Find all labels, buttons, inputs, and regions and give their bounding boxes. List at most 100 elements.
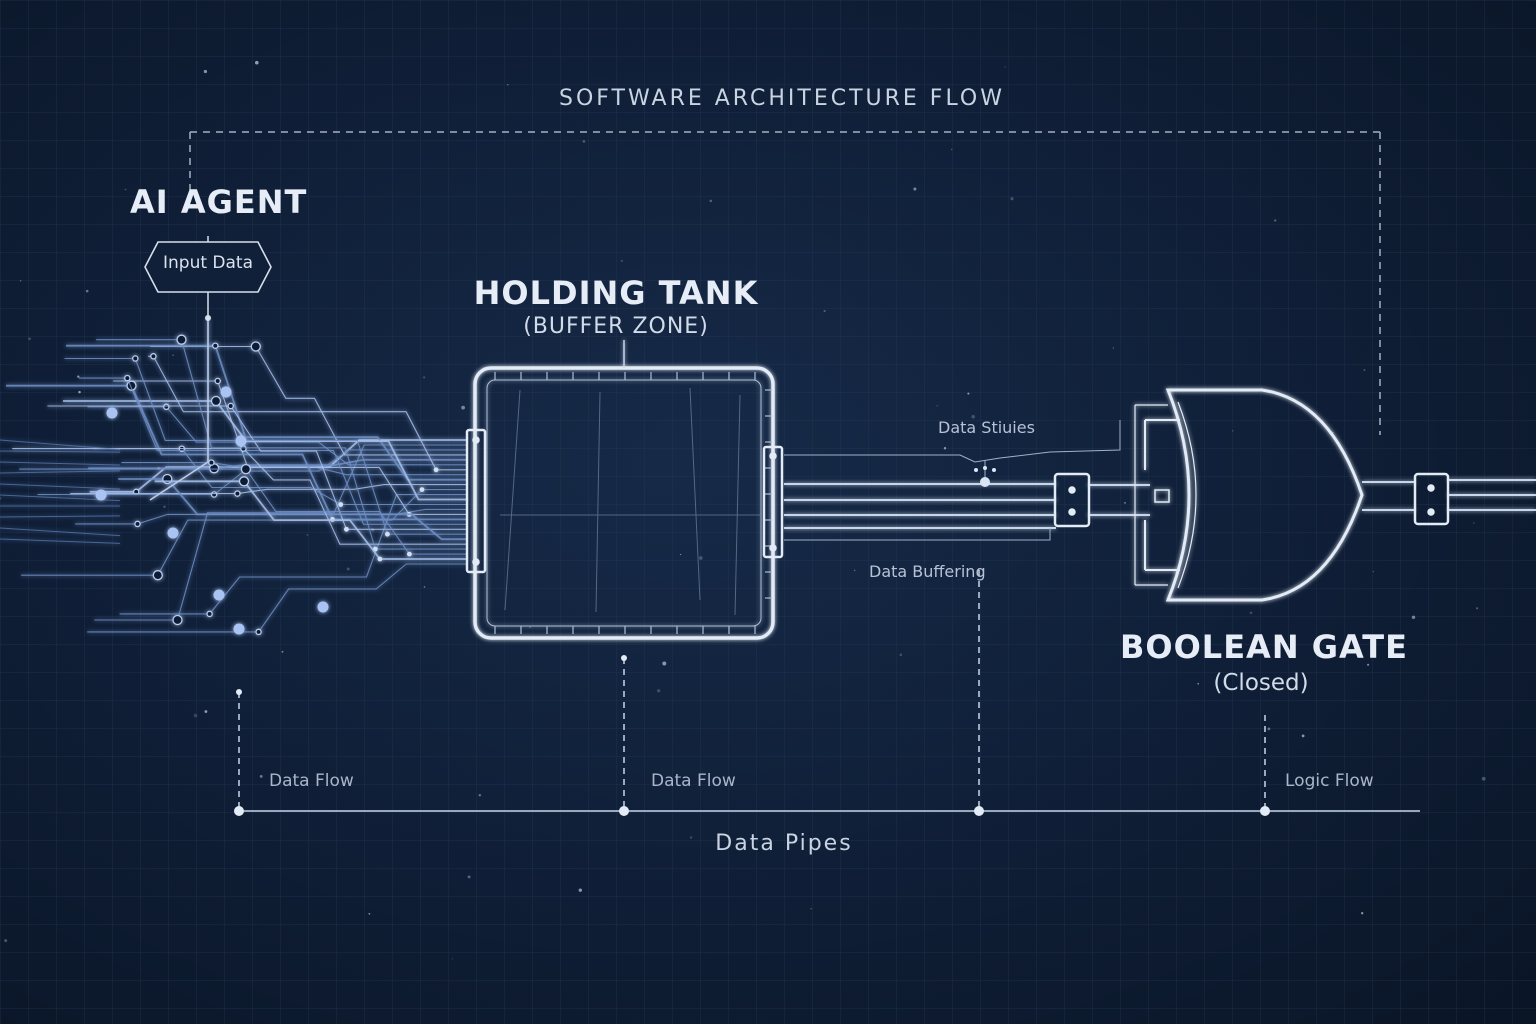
circuit-trace (119, 494, 467, 615)
circuit-trace (87, 563, 467, 633)
particle (967, 392, 970, 395)
circuit-trace (88, 458, 467, 470)
data-pipes-label: Data Pipes (715, 831, 853, 856)
circuit-node (176, 334, 187, 345)
tank-inner-lines (500, 387, 760, 616)
circuit-node (419, 487, 425, 492)
pipe-junction-node (974, 466, 996, 487)
particle (1004, 66, 1006, 68)
particle (698, 556, 703, 560)
fiber-line (0, 461, 121, 466)
circuit-glow-node (95, 489, 107, 501)
bottom-flow-nodes (234, 655, 1270, 816)
circuit-glow-node (233, 623, 245, 635)
bottom-flow-lines (238, 570, 1420, 812)
particle (950, 148, 953, 151)
particle (712, 284, 716, 288)
particle (172, 354, 174, 357)
circuit-node (255, 628, 262, 636)
particle (423, 586, 426, 588)
circuit-trace (12, 448, 467, 545)
particle (1476, 607, 1479, 610)
holding-tank-title: HOLDING TANK (473, 274, 759, 312)
particle (1361, 912, 1364, 915)
circuit-trace (6, 384, 467, 521)
circuit-node (238, 476, 250, 487)
circuit-trace (96, 339, 467, 550)
particle (423, 376, 426, 379)
gate-input-connector (1053, 472, 1091, 528)
circuit-node (250, 341, 261, 352)
particle (1010, 197, 1014, 201)
circuit-glow-node (220, 386, 232, 398)
particle (156, 466, 161, 470)
particle (124, 188, 127, 191)
circuit-trace (66, 344, 467, 481)
particle (1124, 501, 1126, 504)
circuit-node (385, 531, 390, 537)
fiber-line (0, 483, 121, 490)
tank-outlet-flange (762, 445, 784, 559)
particle (853, 569, 856, 572)
particle (0, 497, 2, 500)
particle (943, 447, 947, 450)
particle (193, 713, 198, 718)
tank-inlet-flange (465, 428, 487, 574)
particle (163, 505, 166, 508)
circuit-node (150, 353, 157, 360)
circuit-node (234, 490, 241, 497)
particle (1473, 522, 1475, 524)
particle (1197, 682, 1200, 685)
circuit-node (134, 520, 141, 528)
data-pipes-to-gate (784, 483, 1150, 529)
circuit-node (407, 551, 412, 557)
particle (743, 284, 746, 287)
circuit-glow-node (213, 589, 225, 601)
input-data-label: Input Data (162, 253, 253, 273)
particle (19, 280, 22, 282)
circuit-glow-node (317, 601, 329, 613)
fiber-line (0, 450, 121, 453)
tank-tick-marks (494, 372, 772, 634)
circuit-node (227, 402, 234, 410)
circuit-node (240, 463, 252, 475)
circuit-node (208, 459, 215, 466)
circuit-trace (37, 449, 467, 496)
circuit-glow-node (235, 435, 247, 447)
holding-tank (473, 340, 775, 640)
particle (578, 888, 582, 892)
particle (259, 775, 263, 778)
circuit-node (344, 526, 349, 532)
particle (936, 405, 938, 407)
particle (204, 710, 208, 713)
flow-label-2: Data Flow (651, 771, 736, 791)
particle (85, 289, 89, 293)
top-dashed-frame (189, 131, 1381, 435)
circuit-node (212, 342, 219, 349)
boolean-gate-title: BOOLEAN GATE (1120, 628, 1408, 666)
circuit-node (433, 467, 439, 473)
particle (507, 84, 509, 86)
particle (657, 689, 661, 693)
circuit-trace (64, 357, 467, 535)
particle (478, 793, 482, 797)
input-data-tag (144, 236, 272, 321)
particle (451, 958, 453, 960)
particle (371, 528, 375, 532)
particle (1363, 369, 1366, 371)
boolean-gate (1134, 388, 1364, 602)
particle (4, 939, 8, 943)
particle (1267, 727, 1271, 731)
particle (1411, 615, 1416, 620)
particle (203, 69, 208, 74)
particle (1301, 734, 1305, 738)
pipe-lower-label: Data Buffering (869, 562, 986, 581)
circuit-node (172, 614, 183, 626)
circuit-node (124, 374, 131, 382)
circuit-node (163, 403, 170, 411)
particle (1331, 431, 1334, 434)
particle (1372, 570, 1375, 573)
particle (529, 626, 531, 629)
particle (28, 337, 32, 341)
